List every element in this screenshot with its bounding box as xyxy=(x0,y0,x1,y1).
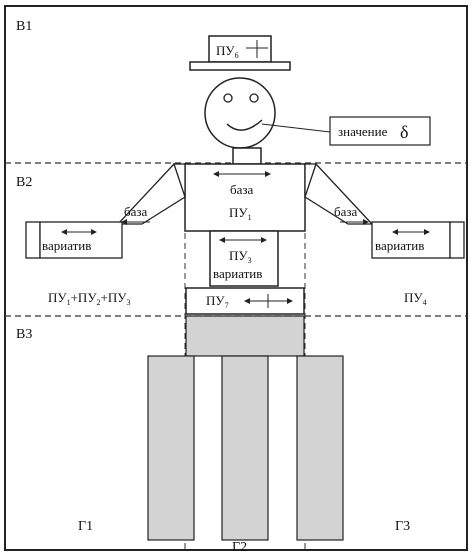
sum-formula-label: ПУ1+ПУ2+ПУ3 xyxy=(48,290,130,307)
hat-brim xyxy=(190,62,290,70)
column-label-g1: Г1 xyxy=(78,519,93,534)
right-variativ-label: вариатив xyxy=(375,238,424,253)
left-variativ-label: вариатив xyxy=(42,238,91,253)
znachenie-label: значение xyxy=(338,124,388,139)
zone-label-b3: В3 xyxy=(16,327,32,342)
head xyxy=(205,78,275,148)
right-hand-cap xyxy=(450,222,464,258)
zone-label-b2: В2 xyxy=(16,175,32,190)
neck xyxy=(233,148,261,164)
leg-middle xyxy=(222,356,268,540)
delta-symbol: δ xyxy=(400,122,408,142)
leg-right xyxy=(297,356,343,540)
pu4-label: ПУ4 xyxy=(404,290,427,307)
left-hand-cap xyxy=(26,222,40,258)
left-baza-label: база xyxy=(124,204,148,219)
right-baza-label: база xyxy=(334,204,358,219)
leg-left xyxy=(148,356,194,540)
chest-baza-label: база xyxy=(230,182,254,197)
hips-block xyxy=(186,316,304,356)
zone-label-b1: В1 xyxy=(16,19,32,34)
column-label-g3: Г3 xyxy=(395,519,410,534)
belly-variativ-label: вариатив xyxy=(213,266,262,281)
column-label-g2: Г2 xyxy=(232,540,247,554)
